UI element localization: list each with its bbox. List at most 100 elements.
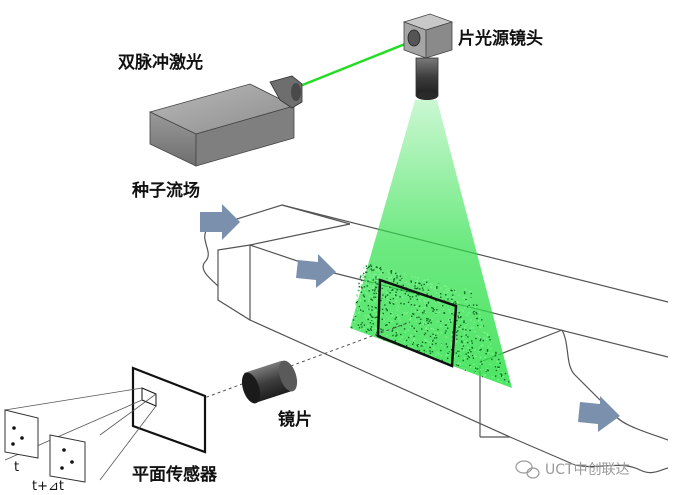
seed-particle xyxy=(429,302,431,304)
seed-particle xyxy=(444,332,446,334)
seed-particles xyxy=(350,264,510,384)
seed-particle xyxy=(435,342,437,345)
seed-particle xyxy=(481,325,484,327)
seed-particle xyxy=(395,272,397,275)
seed-particle xyxy=(370,264,372,266)
seed-particle xyxy=(487,369,489,372)
seed-particle xyxy=(427,289,430,291)
seed-particle xyxy=(361,287,363,289)
seed-particle xyxy=(435,300,437,302)
seed-particle xyxy=(400,324,403,327)
seed-particle xyxy=(458,312,460,314)
seed-particle xyxy=(361,274,364,277)
seed-particle xyxy=(462,328,464,330)
seed-particle xyxy=(390,270,392,273)
seed-particle xyxy=(435,334,437,337)
seed-particle xyxy=(360,292,362,295)
seed-particle xyxy=(495,353,497,355)
seed-particle xyxy=(368,308,370,311)
seed-particle xyxy=(427,290,429,293)
seed-particle xyxy=(356,294,358,296)
seed-particle xyxy=(415,280,417,283)
seed-particle xyxy=(463,333,466,335)
seed-particle xyxy=(424,302,426,305)
seed-particle xyxy=(464,306,466,309)
seed-particle xyxy=(446,346,449,348)
seed-particle xyxy=(363,285,365,287)
seed-particle xyxy=(384,304,386,306)
seed-particle xyxy=(489,343,492,345)
seed-particle xyxy=(389,299,391,302)
seed-particle xyxy=(369,285,371,287)
seed-particle xyxy=(464,330,466,332)
seed-particle xyxy=(414,285,416,287)
seed-particle xyxy=(488,336,490,338)
seed-particle xyxy=(416,280,418,282)
seed-particle xyxy=(470,366,472,368)
seed-particle xyxy=(376,331,378,334)
seed-particle xyxy=(363,297,365,299)
seed-particle xyxy=(436,286,438,288)
seed-particle xyxy=(374,306,376,309)
seed-particle xyxy=(375,334,378,336)
seed-particle xyxy=(426,293,428,295)
seed-particle xyxy=(449,312,451,314)
seed-particle xyxy=(470,342,472,344)
seed-particle xyxy=(418,305,421,307)
seed-particle xyxy=(423,352,426,355)
seed-particle xyxy=(362,276,364,279)
seed-particle xyxy=(355,318,357,320)
seed-particle xyxy=(368,265,370,268)
seed-particle xyxy=(431,307,433,309)
seed-particle xyxy=(401,278,403,280)
seed-particle xyxy=(494,354,496,357)
seed-particle xyxy=(414,341,416,344)
seed-particle xyxy=(471,354,474,357)
seed-particle xyxy=(352,319,355,321)
seed-particle xyxy=(361,279,363,282)
seed-particle xyxy=(466,314,468,316)
seed-particle xyxy=(478,350,480,353)
seed-particle xyxy=(374,288,376,290)
seed-particle xyxy=(457,349,459,351)
seed-particle xyxy=(351,324,353,326)
seed-particle xyxy=(414,293,416,295)
seed-particle xyxy=(362,273,364,276)
seed-particle xyxy=(379,329,381,331)
seed-particle xyxy=(353,321,355,323)
seed-particle xyxy=(389,302,391,304)
seed-particle xyxy=(408,336,410,339)
seed-particle xyxy=(467,303,470,306)
seed-particle xyxy=(372,296,374,298)
seed-particle xyxy=(428,297,430,300)
seed-particle xyxy=(401,314,404,316)
seed-particle xyxy=(396,334,398,336)
seed-particle xyxy=(396,309,398,311)
seed-particle xyxy=(416,298,419,301)
seed-particle xyxy=(385,308,387,310)
seed-particle xyxy=(370,328,372,330)
seed-particle xyxy=(367,279,370,281)
seed-particle xyxy=(476,304,478,306)
seed-particle xyxy=(482,339,484,342)
seed-particle xyxy=(371,299,373,301)
seed-particle xyxy=(382,297,384,299)
seed-particle xyxy=(460,316,462,318)
seed-particle xyxy=(360,300,362,302)
seed-particle xyxy=(479,311,481,313)
seed-particle xyxy=(501,374,503,376)
seed-particle xyxy=(445,323,447,325)
seed-particle xyxy=(420,284,423,286)
planar-sensor xyxy=(131,366,207,454)
seed-particle xyxy=(355,313,357,316)
seed-particle xyxy=(376,276,379,278)
seed-particle xyxy=(447,351,449,353)
seed-particle xyxy=(442,308,445,310)
seed-particle xyxy=(440,332,443,334)
seed-particle xyxy=(480,360,482,363)
seed-particle xyxy=(483,376,485,378)
seed-particle xyxy=(364,288,366,290)
seed-particle xyxy=(392,296,395,298)
seed-particle xyxy=(445,289,448,291)
